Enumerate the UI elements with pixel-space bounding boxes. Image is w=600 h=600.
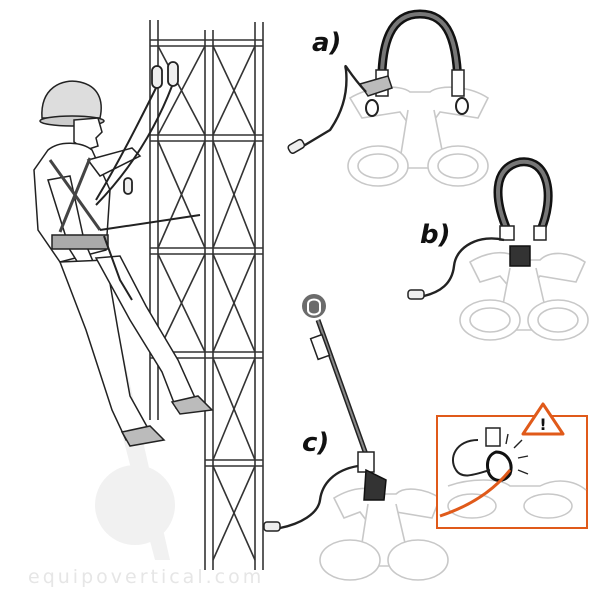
climber-carabiners (123, 61, 179, 195)
climber-lanyards (95, 79, 201, 301)
carabiner-badge (302, 294, 326, 318)
label-b: b) (420, 220, 451, 250)
lattice-tower (149, 20, 264, 570)
warning-icon (521, 402, 565, 436)
label-a: a) (312, 28, 342, 58)
lanyard-b (407, 157, 553, 300)
harness-c (319, 487, 449, 581)
label-c: c) (302, 428, 330, 458)
carabiner-icon (307, 298, 321, 316)
climber (33, 80, 214, 447)
harness-a (347, 86, 490, 187)
helmet (41, 80, 102, 119)
harness-b (459, 251, 589, 341)
tower-bracing (157, 45, 256, 561)
lanyard-a (287, 9, 469, 154)
warning-symbol: ! (539, 415, 546, 434)
tower-rungs (150, 39, 263, 467)
warning-inset (436, 415, 588, 529)
watermark-text: equipovertical.com (28, 566, 265, 588)
lanyard-c (263, 319, 387, 532)
stress-marks (505, 433, 529, 475)
